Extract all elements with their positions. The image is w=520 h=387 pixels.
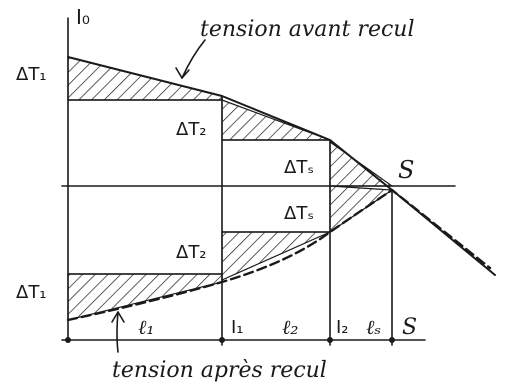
axis-dot-i2 (327, 337, 333, 343)
axis-dot-origin (65, 337, 71, 343)
curve-tension-after (66, 188, 492, 322)
arrow-after-curve (116, 311, 119, 353)
arrow-before-head (175, 67, 190, 79)
label-dt2-top: ΔT₂ (176, 119, 207, 140)
structure-lines (61, 17, 456, 346)
label-l2: ℓ₂ (282, 315, 298, 339)
annotation-arrows (111, 39, 206, 353)
label-l1: ℓ₁ (138, 315, 154, 339)
arrow-after-head (111, 311, 125, 323)
axis-dot-i1 (219, 337, 225, 343)
label-s-curve: S (398, 156, 414, 184)
axis-dots (65, 337, 395, 343)
arrow-before-curve (181, 39, 206, 79)
label-dt1-top: ΔT₁ (16, 64, 47, 85)
label-i1: I₁ (231, 317, 244, 338)
hatched-areas (67, 56, 394, 321)
axis-dot-s (389, 337, 395, 343)
hatch-dt2-bottom (221, 231, 331, 281)
label-s-axis: S (402, 315, 417, 340)
label-dts-bottom: ΔTₛ (284, 203, 314, 224)
label-dt1-bottom: ΔT₁ (16, 282, 47, 303)
label-i2: I₂ (336, 317, 349, 338)
hatch-dt1-bottom (67, 273, 223, 321)
label-dts-top: ΔTₛ (284, 157, 314, 178)
label-dt2-bottom: ΔT₂ (176, 242, 207, 263)
label-ls: ℓₛ (366, 315, 381, 339)
label-tension-avant: tension avant recul (200, 17, 415, 42)
label-tension-apres: tension après recul (112, 358, 327, 383)
label-i0: I₀ (76, 5, 90, 29)
